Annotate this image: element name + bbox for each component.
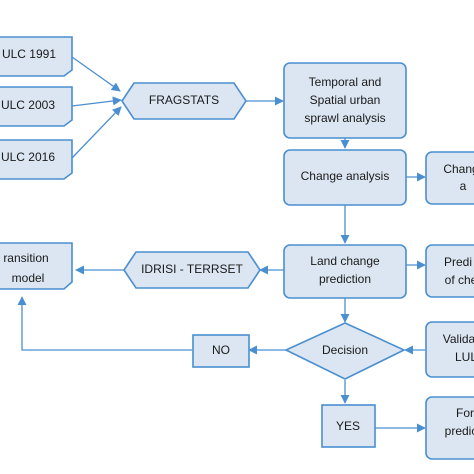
node-lulc-1991: ULC 1991 — [0, 36, 73, 77]
node-for-line-2: predic — [445, 424, 474, 438]
node-land-change-prediction: Land change prediction — [283, 244, 407, 299]
node-lulc-2016-label: ULC 2016 — [1, 150, 55, 164]
arrow-lulc2003-to-fragstats — [71, 96, 122, 107]
node-land-change-line-1: Land change — [310, 254, 380, 268]
node-predi-line-2: of che — [445, 273, 474, 287]
node-decision-label: Decision — [322, 343, 368, 357]
connectors — [17, 56, 426, 433]
node-valida-line-2: LUL — [455, 350, 474, 364]
node-idrisi-terrset: IDRISI - TERRSET — [123, 251, 261, 289]
node-forecast-right: For predic — [425, 396, 474, 460]
node-for-line-1: For — [456, 406, 474, 420]
node-yes-label: YES — [336, 419, 360, 433]
node-valida-line-1: Valida — [443, 332, 474, 346]
node-transition-line-2: model — [12, 271, 45, 285]
node-yes: YES — [321, 404, 376, 448]
node-temporal-line-2: Spatial urban — [310, 93, 381, 107]
node-transition-model: ransition model — [0, 242, 73, 290]
node-lulc-2003: ULC 2003 — [0, 86, 73, 127]
node-decision: Decision — [284, 322, 406, 380]
node-lulc-1991-label: ULC 1991 — [2, 47, 56, 61]
arrow-lulc2016-to-fragstats — [71, 106, 122, 159]
node-no-label: NO — [212, 343, 230, 357]
node-transition-line-1: ransition — [3, 251, 48, 265]
node-temporal-spatial: Temporal and Spatial urban sprawl analys… — [283, 62, 407, 139]
node-change-analysis-label: Change analysis — [301, 169, 390, 183]
node-validation-right: Valida LUL — [425, 321, 474, 378]
node-no: NO — [192, 334, 250, 368]
arrow-lulc1991-to-fragstats — [71, 56, 121, 92]
node-temporal-line-1: Temporal and — [309, 75, 382, 89]
node-lulc-2003-label: ULC 2003 — [1, 98, 55, 112]
node-change-right: Chang a — [425, 151, 474, 205]
node-fragstats-label: FRAGSTATS — [149, 93, 219, 107]
node-temporal-line-3: sprawl analysis — [304, 111, 385, 125]
node-land-change-line-2: prediction — [319, 272, 371, 286]
node-change-right-line-1: Chang — [443, 162, 474, 176]
node-change-analysis: Change analysis — [283, 149, 407, 206]
node-idrisi-label: IDRISI - TERRSET — [141, 262, 243, 276]
node-change-right-line-2: a — [460, 179, 467, 193]
node-lulc-2016: ULC 2016 — [0, 139, 73, 180]
node-fragstats: FRAGSTATS — [121, 82, 247, 120]
arrow-no-to-transition — [17, 296, 192, 351]
node-prediction-right: Predi of che — [425, 244, 474, 298]
node-predi-line-1: Predi — [444, 255, 472, 269]
